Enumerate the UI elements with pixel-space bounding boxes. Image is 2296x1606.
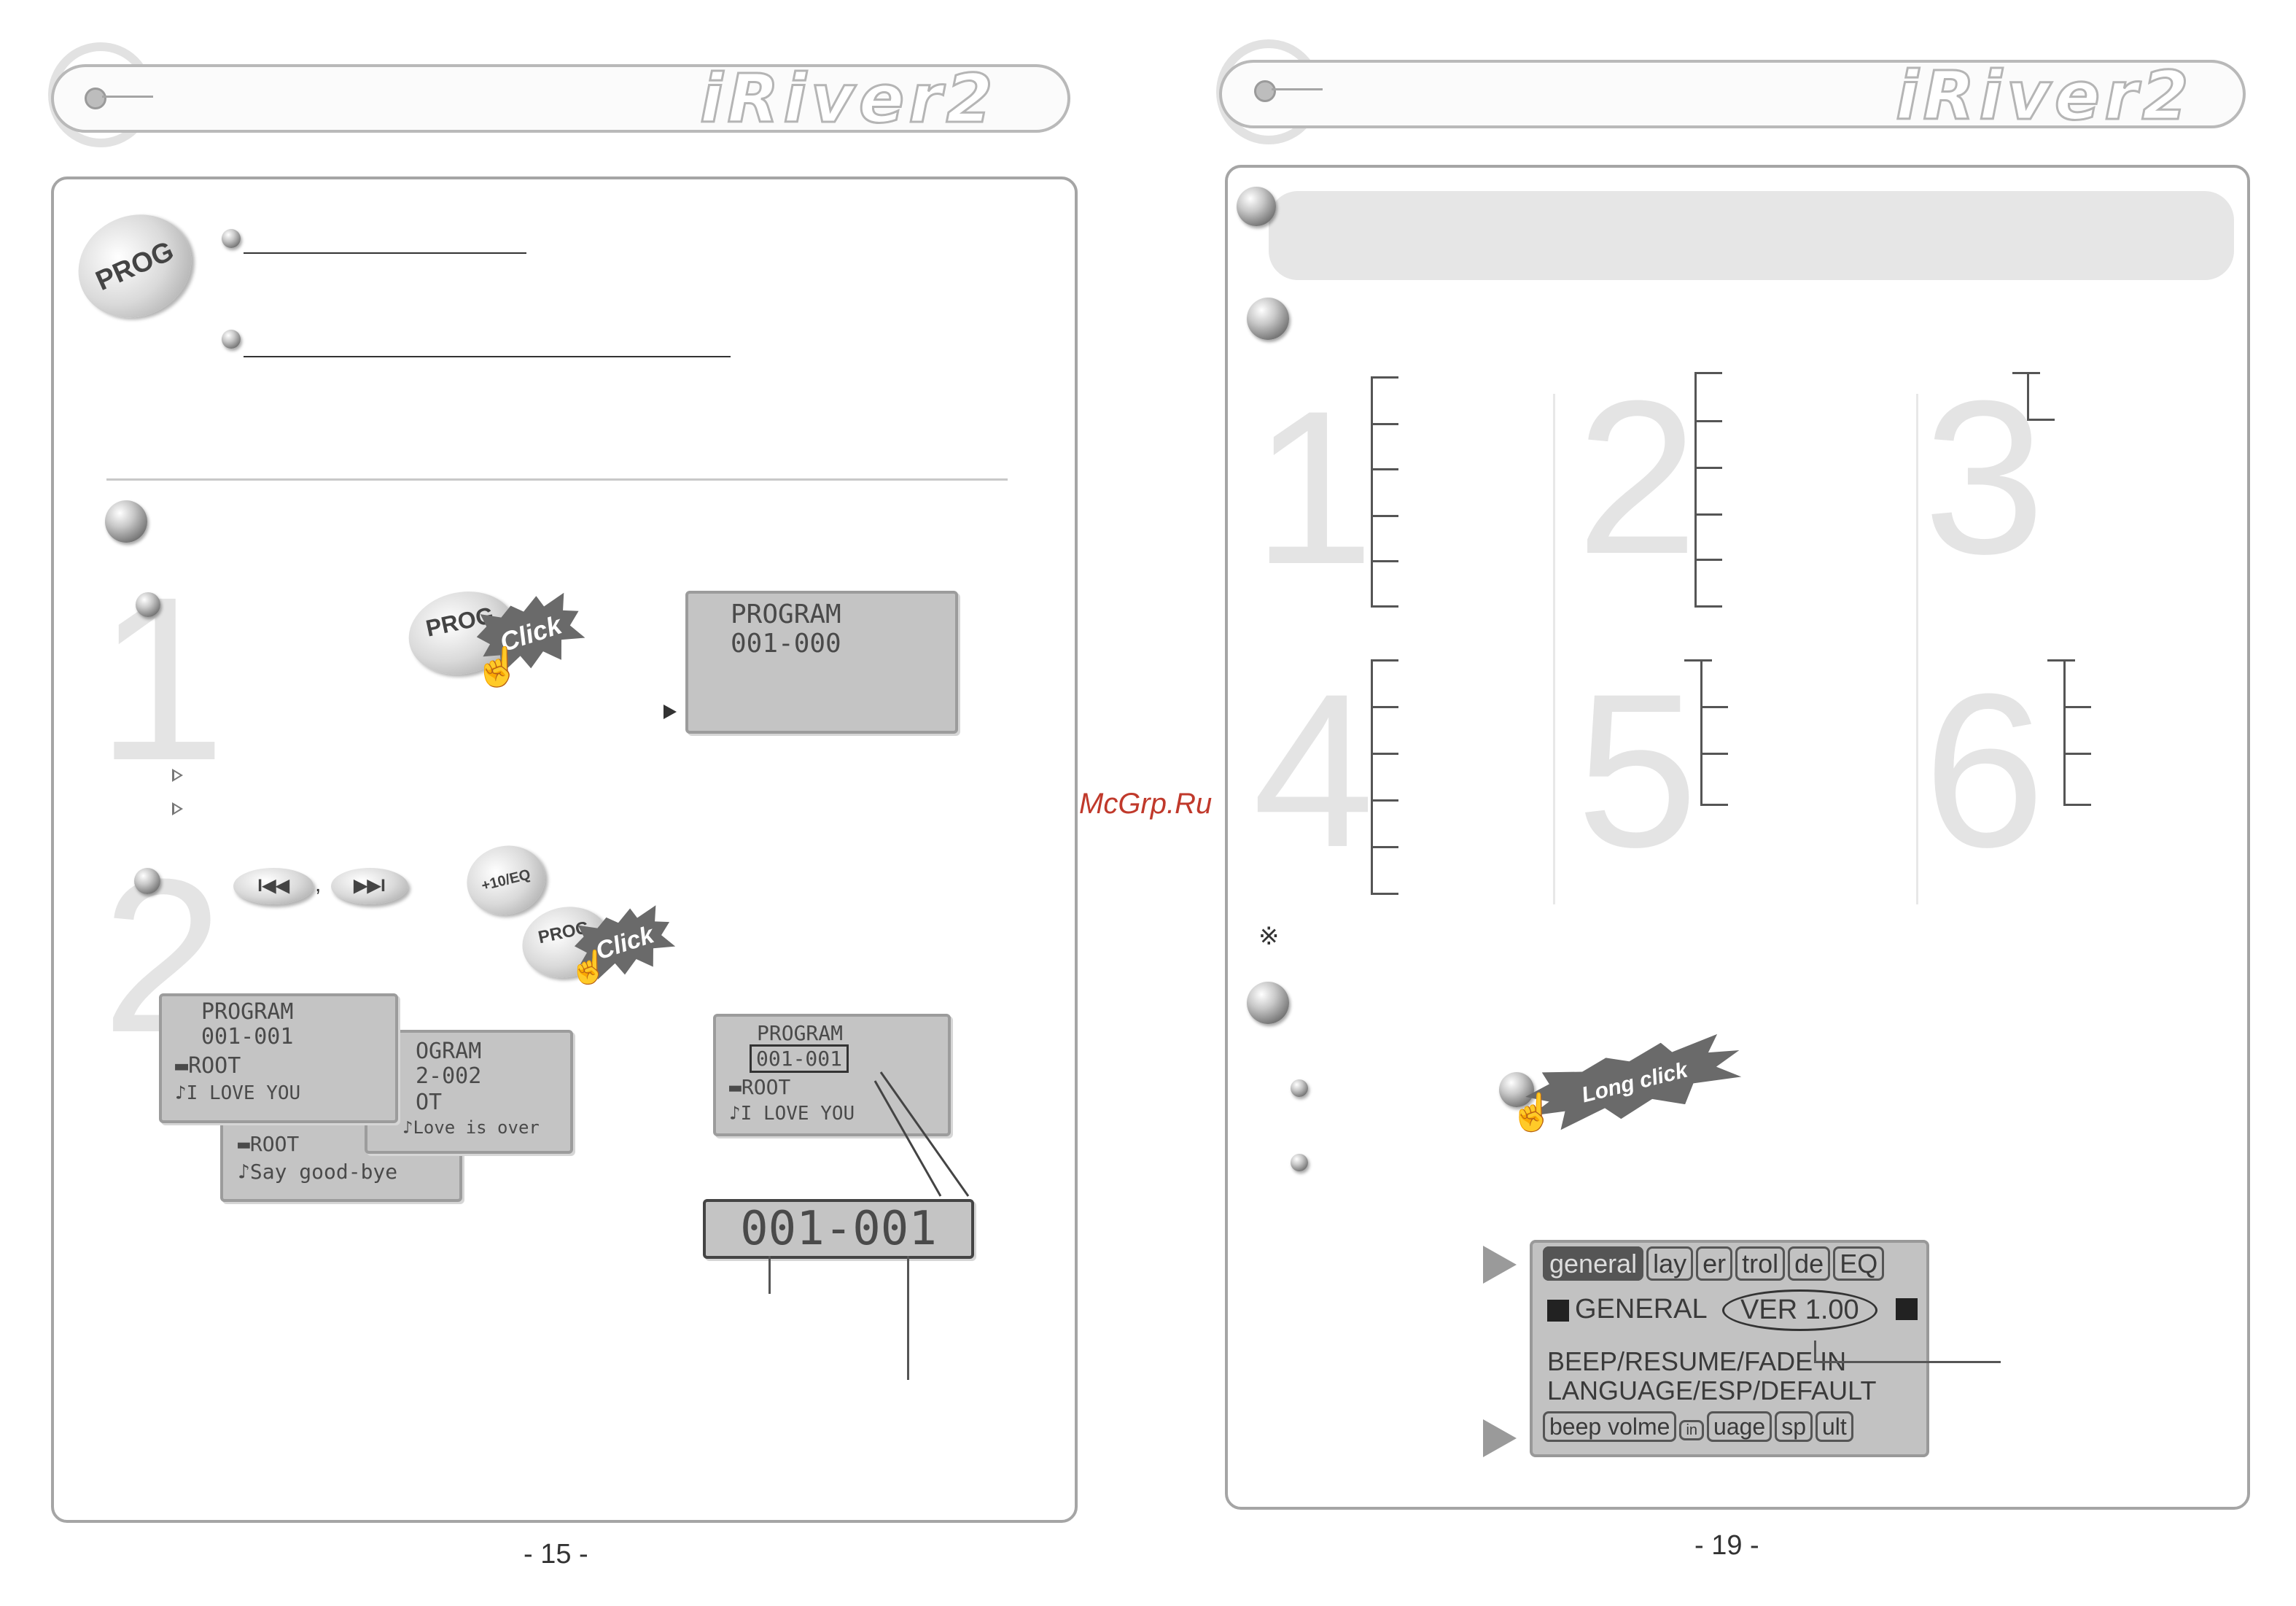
zoom-connector-lines xyxy=(873,1071,970,1197)
lcd-line: PROGRAM xyxy=(731,600,841,629)
tab-beep-volume[interactable]: beep volme xyxy=(1543,1411,1677,1442)
version-oval: VER 1.00 xyxy=(1722,1289,1877,1331)
iriver-logo: iRiver2 xyxy=(1895,56,2193,136)
triangle-bullet-inner xyxy=(174,805,180,812)
grid-digit-5: 5 xyxy=(1576,648,1698,893)
lcd-line: ♪Love is over xyxy=(402,1117,540,1138)
callout-line xyxy=(907,1256,909,1380)
note-band xyxy=(1269,191,2234,280)
lcd-line: 2-002 xyxy=(416,1063,482,1089)
version-callout-line xyxy=(1814,1341,1816,1362)
lcd-line: ▬ROOT xyxy=(175,1053,241,1079)
pointer-triangle-icon xyxy=(1483,1419,1517,1457)
grid-digit-6: 6 xyxy=(1923,648,2045,893)
lcd-say-goodbye: ▬ROOT ♪Say good-bye xyxy=(220,1109,462,1202)
section-ball xyxy=(1247,298,1289,340)
tab-mode[interactable]: de xyxy=(1788,1246,1831,1281)
lcd-line: OT xyxy=(416,1090,443,1115)
tab-play[interactable]: lay xyxy=(1646,1246,1694,1281)
lcd-line: ▬ROOT xyxy=(238,1132,300,1156)
tab-esp[interactable]: sp xyxy=(1775,1411,1813,1442)
version-callout-line xyxy=(1814,1361,2001,1363)
pointer-arrow-icon xyxy=(663,705,677,719)
bullet-ball xyxy=(222,330,241,349)
prev-button[interactable]: I◀◀ xyxy=(233,868,314,904)
bullet-ball xyxy=(1291,1154,1308,1171)
tab-default[interactable]: ult xyxy=(1816,1411,1853,1442)
pointer-triangle-icon xyxy=(1483,1246,1517,1284)
bullet-ball xyxy=(1291,1079,1308,1097)
grid-separator xyxy=(1553,394,1555,904)
tab-fade-in[interactable]: in xyxy=(1679,1420,1705,1440)
step-ball xyxy=(134,868,160,894)
triangle-bullet-inner xyxy=(174,772,180,779)
settings-line: BEEP/RESUME/FADE IN xyxy=(1547,1346,1847,1376)
general-line: GENERAL xyxy=(1547,1294,1708,1325)
grid-digit-4: 4 xyxy=(1253,648,1374,893)
iriver-logo: iRiver2 xyxy=(699,59,997,139)
next-button[interactable]: ▶▶I xyxy=(331,868,408,904)
lcd-line: 001-001 xyxy=(750,1044,849,1073)
left-content-panel xyxy=(51,176,1078,1523)
grid-separator xyxy=(1916,394,1918,904)
lcd-line: PROGRAM xyxy=(201,999,294,1025)
step-1-digit: 1 xyxy=(96,548,226,809)
hand-pointer-icon: ☝ xyxy=(474,646,521,688)
heading-underline xyxy=(244,252,526,254)
watermark-text: McGrp.Ru xyxy=(1079,788,1213,820)
lcd-line: ▬ROOT xyxy=(729,1075,791,1099)
header-dot xyxy=(1254,80,1276,102)
settings-line: LANGUAGE/ESP/DEFAULT xyxy=(1547,1376,1877,1405)
grid-digit-1: 1 xyxy=(1253,365,1374,610)
lcd-line: PROGRAM xyxy=(757,1021,844,1045)
hand-pointer-icon: ☝ xyxy=(1509,1092,1555,1133)
tab-eq[interactable]: EQ xyxy=(1833,1246,1885,1281)
bullet-ball xyxy=(222,229,241,248)
hand-pointer-icon: ☝ xyxy=(569,950,609,985)
section-ball xyxy=(105,500,147,543)
separator-comma: , xyxy=(315,872,322,896)
header-pill xyxy=(1219,60,2246,128)
section-divider xyxy=(106,478,1008,481)
header-pill xyxy=(51,64,1070,133)
header-line xyxy=(1272,88,1323,90)
square-marker-icon xyxy=(1896,1298,1918,1320)
tab-language[interactable]: uage xyxy=(1707,1411,1772,1442)
square-marker-icon xyxy=(1547,1299,1569,1322)
grid-digit-3: 3 xyxy=(1923,354,2045,600)
page-number: - 19 - xyxy=(1694,1530,1759,1561)
note-ball xyxy=(1237,187,1276,226)
tab-control[interactable]: trol xyxy=(1735,1246,1786,1281)
general-label: GENERAL xyxy=(1575,1294,1708,1324)
lcd-love-is-over: OGRAM 2-002 OT ♪Love is over xyxy=(365,1030,573,1154)
note-symbol: ※ xyxy=(1258,923,1280,950)
lcd-line: ♪I LOVE YOU xyxy=(729,1103,855,1125)
page-number: - 15 - xyxy=(524,1539,588,1570)
zoom-number-text: 001-001 xyxy=(740,1202,937,1256)
button-ball[interactable] xyxy=(1499,1072,1534,1107)
callout-line xyxy=(768,1256,771,1294)
heading-underline xyxy=(244,356,731,357)
section-ball xyxy=(1247,982,1289,1024)
lcd-line: OGRAM xyxy=(416,1039,482,1064)
tab-general[interactable]: general xyxy=(1543,1246,1644,1281)
header-dot xyxy=(85,88,106,109)
lcd-line: ♪Say good-bye xyxy=(238,1160,398,1184)
lcd-line: 001-000 xyxy=(731,629,841,659)
grid-digit-2: 2 xyxy=(1576,354,1698,600)
lcd-i-love-you: PROGRAM 001-001 ▬ROOT ♪I LOVE YOU xyxy=(159,993,398,1123)
tab-timer[interactable]: er xyxy=(1696,1246,1733,1281)
zoomed-program-number: 001-001 xyxy=(703,1199,974,1259)
lcd-line: 001-001 xyxy=(201,1024,294,1050)
lcd-line: ♪I LOVE YOU xyxy=(175,1082,301,1104)
step-ball xyxy=(136,592,160,617)
header-line xyxy=(102,96,153,98)
lcd-program-screen: PROGRAM 001-000 xyxy=(685,591,958,734)
